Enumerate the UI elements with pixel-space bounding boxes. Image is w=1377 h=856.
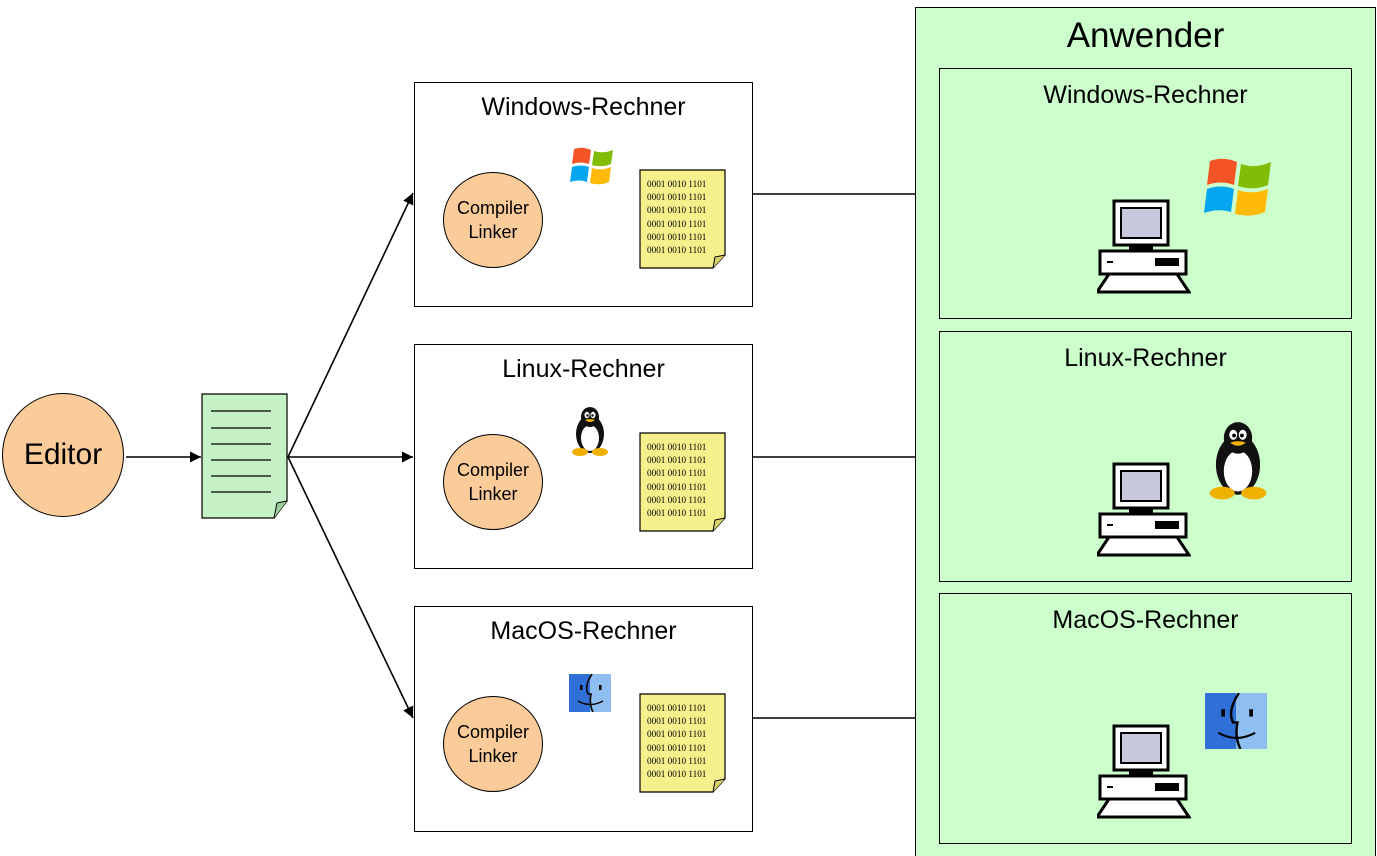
linker-label: Linker [468,484,518,504]
build-machine-title: MacOS-Rechner [490,617,677,645]
editor-node: Editor [2,393,124,517]
user-machine-linux: Linux-Rechner [939,331,1352,582]
compiler-linker-node: Compiler Linker [443,434,543,530]
binary-file-icon: 0001 0010 1101 0001 0010 1101 0001 0010 … [639,693,727,793]
desktop-computer-icon [1097,724,1191,819]
binary-file-icon: 0001 0010 1101 0001 0010 1101 0001 0010 … [639,432,727,532]
windows-logo-icon [1204,158,1271,216]
linker-label: Linker [468,222,518,242]
build-machine-windows: Windows-Rechner Compiler Linker 0001 001… [414,82,753,307]
build-machine-title: Linux-Rechner [502,355,665,383]
user-machine-title: MacOS-Rechner [1052,606,1239,634]
user-machine-title: Windows-Rechner [1043,81,1248,109]
binary-file-icon: 0001 0010 1101 0001 0010 1101 0001 0010 … [639,169,727,269]
binary-content: 0001 0010 1101 0001 0010 1101 0001 0010 … [647,703,707,779]
tux-penguin-icon [572,407,608,456]
tux-penguin-icon [1209,422,1267,500]
arrow-source-to-windows [287,192,414,458]
user-machine-macos: MacOS-Rechner [939,593,1352,844]
user-machine-title: Linux-Rechner [1064,344,1227,372]
build-machine-macos: MacOS-Rechner Compiler Linker 0001 0010 … [414,606,753,832]
desktop-computer-icon [1097,199,1191,294]
binary-content: 0001 0010 1101 0001 0010 1101 0001 0010 … [647,179,707,255]
desktop-computer-icon [1097,462,1191,557]
linker-label: Linker [468,746,518,766]
arrow-source-to-macos [287,456,414,719]
editor-label: Editor [23,438,103,471]
binary-content: 0001 0010 1101 0001 0010 1101 0001 0010 … [647,442,707,518]
build-machine-linux: Linux-Rechner Compiler Linker 0001 0010 … [414,344,753,569]
build-machine-title: Windows-Rechner [481,93,686,121]
user-machine-windows: Windows-Rechner [939,68,1352,319]
compiler-label: Compiler [456,722,530,742]
macos-finder-icon [569,674,611,712]
windows-logo-icon [570,147,613,185]
source-file-icon [201,393,288,519]
macos-finder-icon [1205,693,1267,749]
compiler-label: Compiler [456,198,530,218]
user-area-title: Anwender [1066,16,1225,55]
compiler-linker-node: Compiler Linker [443,172,543,268]
compiler-label: Compiler [456,460,530,480]
compiler-linker-node: Compiler Linker [443,696,543,792]
